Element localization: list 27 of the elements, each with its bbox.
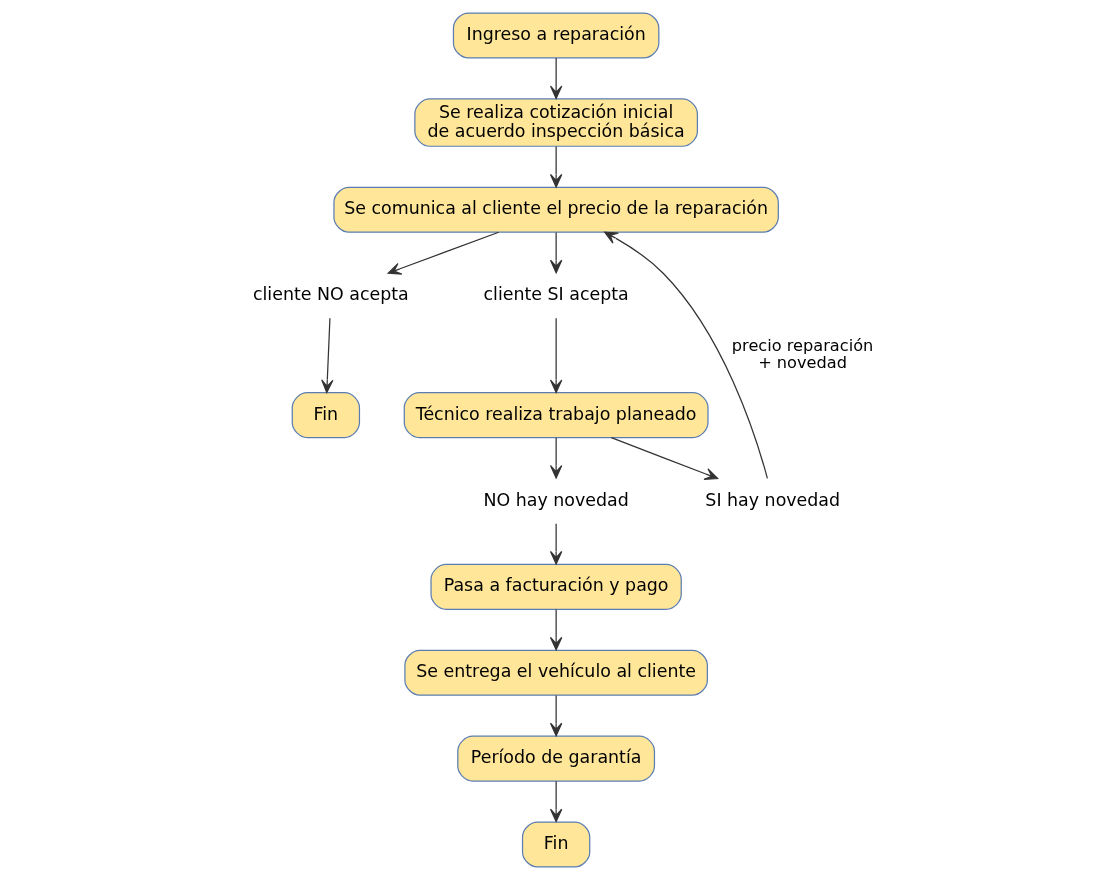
arrow — [549, 694, 563, 737]
node-box: Técnico realiza trabajo planeado — [403, 392, 709, 439]
node-text: cliente SI acepta — [483, 284, 629, 305]
node-box: Ingreso a reparación — [452, 12, 660, 59]
node-box: Se realiza cotización inicial de acuerdo inspección básica — [414, 98, 699, 147]
node-text: NO hay novedad — [483, 489, 629, 510]
edge-label: precio reparación + novedad — [731, 335, 874, 373]
node-box: Fin — [521, 821, 591, 868]
arrow — [549, 437, 563, 479]
node-box: Se entrega el vehículo al cliente — [404, 649, 708, 696]
node-box: Período de garantía — [457, 735, 656, 782]
node-box: Se comunica al cliente el precio de la reparación — [333, 186, 779, 233]
arrow — [549, 57, 563, 100]
node-text: cliente NO acepta — [252, 284, 409, 305]
arrow — [387, 231, 500, 275]
arrow — [549, 317, 563, 394]
node-box: Fin — [291, 392, 361, 439]
node-text: SI hay novedad — [705, 489, 841, 510]
arrow — [549, 145, 563, 188]
arrow — [549, 780, 563, 823]
arrow — [549, 231, 563, 274]
node-box: Pasa a facturación y pago — [430, 563, 682, 610]
arrow — [604, 231, 768, 479]
arrow — [549, 523, 563, 565]
arrow — [610, 437, 719, 480]
arrow — [549, 608, 563, 651]
arrow — [321, 317, 334, 394]
